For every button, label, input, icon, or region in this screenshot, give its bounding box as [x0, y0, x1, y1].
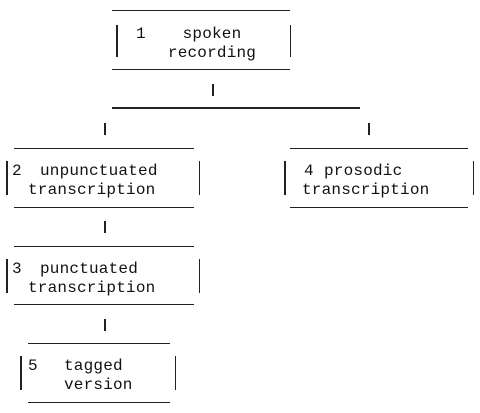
node-number: 1	[136, 25, 146, 43]
node-line1: punctuated	[40, 260, 139, 278]
node-spoken-recording: 1 spoken recording	[112, 10, 291, 70]
node-line1: prosodic	[324, 162, 403, 180]
node-left-border	[20, 356, 22, 390]
node-right-border	[472, 161, 474, 195]
node-right-border	[289, 25, 291, 57]
node-line2: transcription	[28, 181, 156, 199]
node-line1: unpunctuated	[40, 162, 158, 180]
node-prosodic-transcription: 4 prosodic transcription	[284, 148, 474, 208]
node-punctuated-transcription: 3 punctuated transcription	[6, 246, 200, 305]
node-line1: spoken	[182, 25, 242, 43]
split-line	[112, 107, 360, 109]
node-right-border	[198, 259, 200, 293]
node-right-border	[174, 356, 176, 390]
node-line1: tagged	[64, 357, 123, 375]
node-tagged-version: 5 tagged version	[20, 343, 176, 403]
connector-2-to-3	[104, 221, 106, 233]
node-line2: recording	[167, 44, 257, 62]
node-right-border	[198, 161, 200, 195]
connector-3-to-5	[104, 319, 106, 331]
node-number: 2	[12, 162, 22, 180]
connector-1-down	[212, 84, 214, 96]
connector-to-2	[104, 123, 106, 135]
node-left-border	[284, 161, 286, 195]
node-left-border	[6, 259, 8, 293]
connector-to-4	[368, 123, 370, 135]
node-line2: version	[64, 376, 133, 394]
node-unpunctuated-transcription: 2 unpunctuated transcription	[6, 148, 200, 208]
node-left-border	[6, 161, 8, 195]
node-number: 5	[28, 357, 38, 375]
node-number: 4	[304, 162, 314, 180]
node-line2: transcription	[302, 181, 430, 199]
node-left-border	[116, 25, 118, 57]
node-line2: transcription	[28, 279, 156, 297]
node-number: 3	[12, 260, 22, 278]
